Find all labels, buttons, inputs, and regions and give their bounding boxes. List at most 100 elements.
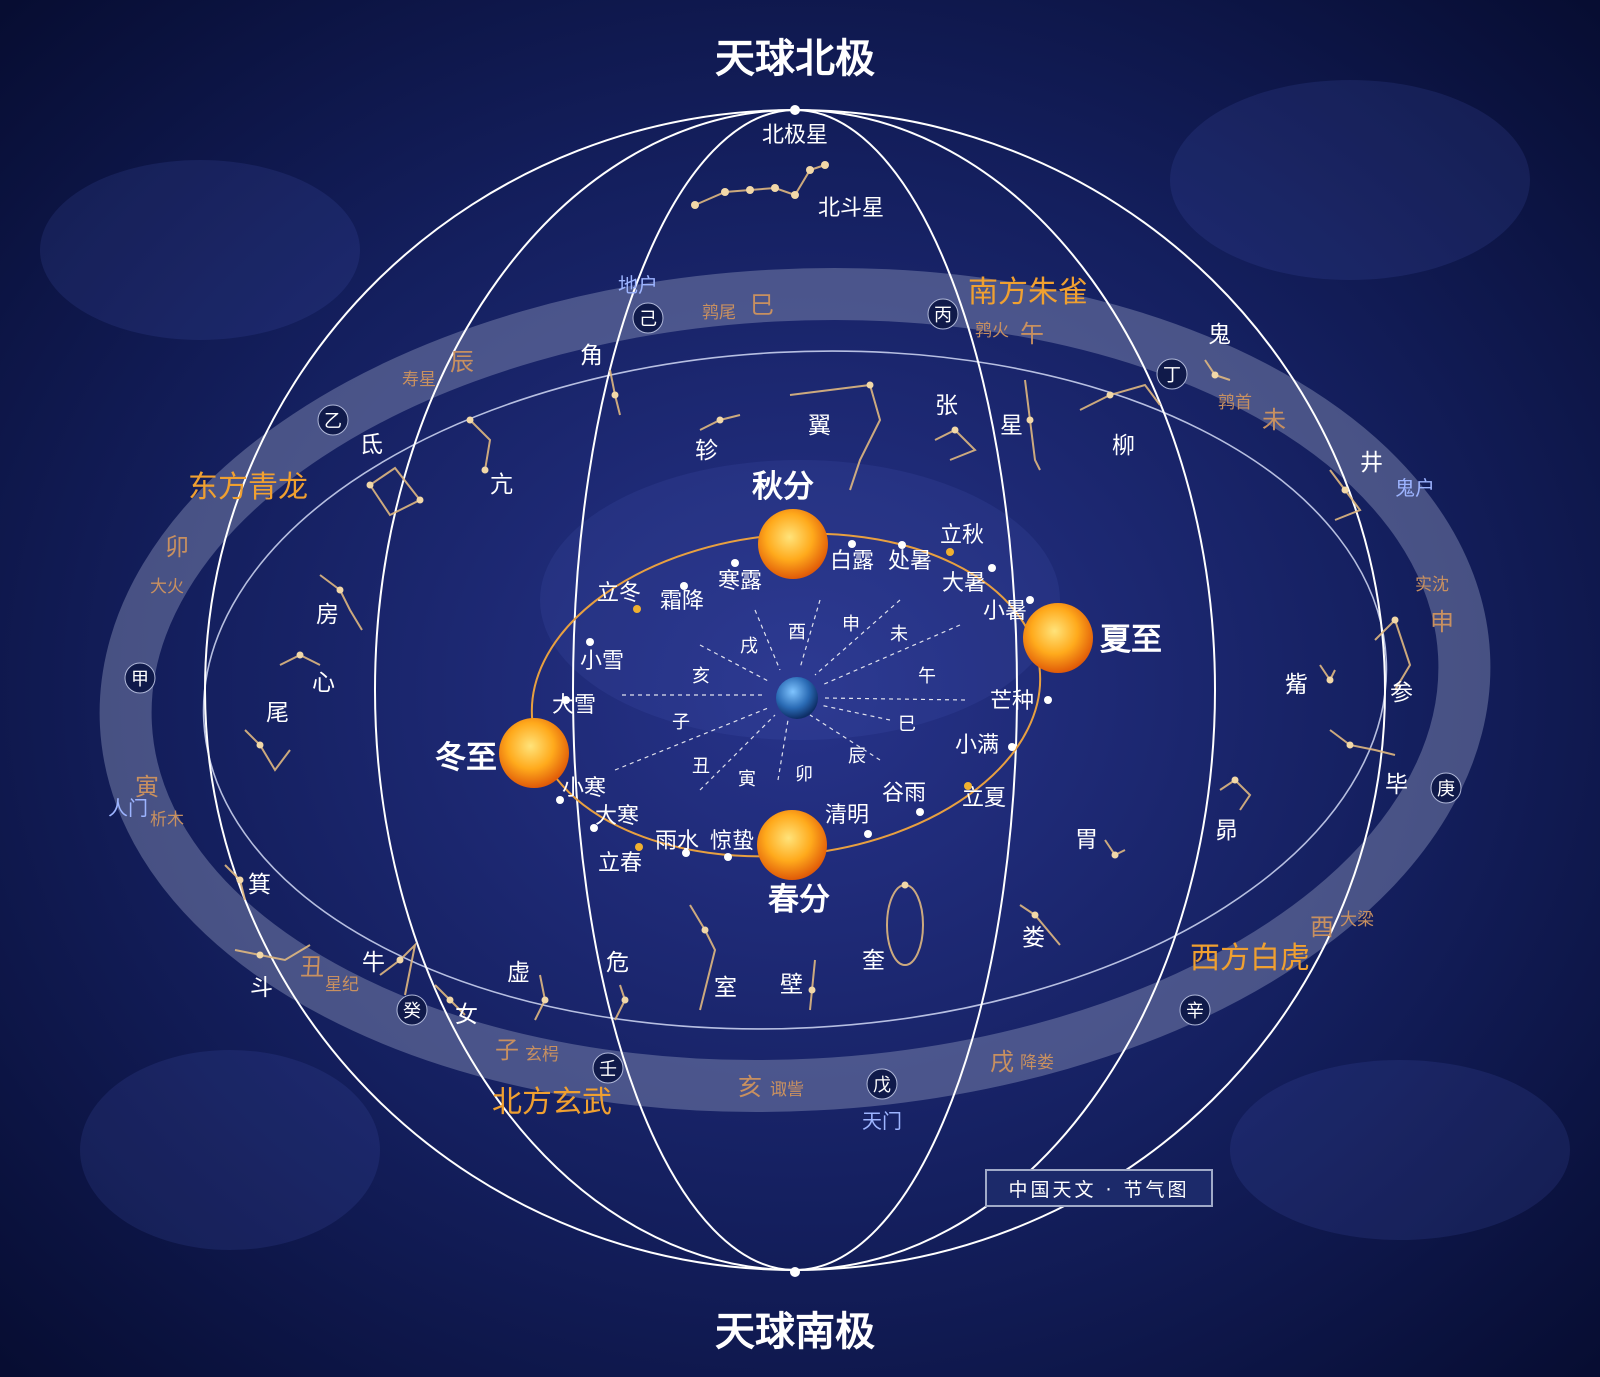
inner-chen: 辰 [848,746,866,767]
ring-chunshou: 鹑首 [1218,393,1252,413]
stem-jia: 甲 [131,669,149,690]
inner-branch-labels: 戌 酉 申 未 午 巳 辰 卯 寅 丑 子 亥 [672,614,936,790]
symbol-west: 西方白虎 [1190,941,1310,976]
gate-guihu: 鬼户 [1395,476,1435,500]
sun-markers [499,509,1093,880]
inner-shen: 申 [842,614,860,635]
gate-labels: 地户 鬼户 天门 人门 [108,273,1435,1133]
inner-mao: 卯 [795,764,813,785]
term-xiaoxue: 小雪 [580,649,624,674]
ring-you: 酉 [1310,913,1334,941]
ring-chunhuo: 鹑火 [975,321,1009,341]
ring-labels: 辰 寿星 巳 鹑尾 午 鹑火 未 鹑首 申 实沈 酉 大梁 戌 降娄 亥 诹訾 … [135,291,1454,1101]
term-lichun: 立春 [598,851,642,876]
inner-si: 巳 [898,714,916,735]
mansion-ji: 箕 [248,872,271,898]
mansion-kui: 奎 [862,948,885,974]
stem-ren: 壬 [599,1059,617,1080]
sun-summer-icon [1023,603,1093,673]
sun-spring-icon [757,810,827,880]
earth-icon [776,677,818,719]
north-pole-label: 天球北极 [715,36,875,82]
badge-geng [1430,772,1462,804]
term-daxue: 大雪 [552,693,596,718]
mansion-bi: 壁 [780,972,803,998]
ring-chunwei: 鹑尾 [702,303,736,323]
mansion-jiao: 角 [580,343,603,369]
mansion-lou: 娄 [1022,925,1045,951]
mansion-zi: 觜 [1285,672,1308,698]
ring-jianglou: 降娄 [1020,1053,1054,1073]
ring-xuanxiao: 玄枵 [525,1045,559,1065]
ring-mao: 卯 [165,533,189,561]
mansion-xu: 虚 [507,960,530,986]
caption-box: 中国天文 · 节气图 [985,1169,1213,1207]
term-lidong: 立冬 [597,581,641,606]
inner-zi: 子 [672,712,690,733]
stem-wu: 戊 [873,1075,891,1096]
autumn-equinox-label: 秋分 [752,469,814,505]
badge-bing [927,298,959,330]
inner-chou: 丑 [692,756,710,777]
mansion-shen: 参 [1390,680,1413,706]
ring-wu: 午 [1020,320,1044,348]
inner-wu: 午 [918,666,936,687]
ring-ximu: 析木 [150,810,184,830]
mansion-zhang: 张 [935,393,958,419]
summer-solstice-label: 夏至 [1100,622,1162,658]
symbol-north: 北方玄武 [492,1085,612,1120]
mansion-nv: 女 [455,1002,478,1028]
polaris-label: 北极星 [762,123,828,148]
sun-winter-icon [499,718,569,788]
mansion-wei2: 危 [606,950,629,976]
sun-autumn-icon [758,509,828,579]
nebula-clouds [40,80,1570,1250]
ring-shouxing: 寿星 [402,370,436,390]
term-mangzhong: 芒种 [990,689,1034,714]
badge-ding [1156,358,1188,390]
ring-chou: 丑 [300,953,324,981]
badge-ren [592,1052,624,1084]
term-bailu: 白露 [830,549,874,574]
term-xiaoshu: 小暑 [983,599,1027,624]
mansion-niu: 牛 [362,950,385,976]
term-chushu: 处暑 [888,549,932,574]
symbol-east: 东方青龙 [188,470,308,505]
mansion-mao: 昴 [1215,818,1238,844]
stem-ji: 己 [639,309,657,330]
caption-text: 中国天文 · 节气图 [1008,1178,1190,1201]
south-pole-label: 天球南极 [715,1309,875,1355]
term-yushui: 雨水 [655,829,699,854]
mansion-gui: 鬼 [1208,322,1231,348]
term-jingzhe: 惊蛰 [710,829,754,854]
ring-si: 巳 [750,291,774,319]
ring-shichen: 实沈 [1415,575,1449,595]
term-qingming: 清明 [825,803,869,828]
term-dahan: 大寒 [595,804,639,829]
mansion-zhen: 轸 [695,438,718,464]
term-shuangjiang: 霜降 [660,589,704,614]
stem-xin: 辛 [1186,1001,1204,1022]
ring-daliang: 大梁 [1340,910,1374,930]
ring-stem-badges: 甲 乙 丙 丁 庚 辛 壬 癸 戊 己 [124,298,1462,1100]
mansion-dou: 斗 [250,975,273,1001]
mansion-yi: 翼 [808,413,831,439]
stem-yi: 乙 [324,411,342,432]
stem-gui: 癸 [403,1001,421,1022]
inner-xu: 戌 [740,636,758,657]
ring-xu: 戌 [990,1048,1014,1076]
solar-term-dots [556,105,1052,1277]
ring-wei: 未 [1262,406,1286,434]
stem-ding: 丁 [1163,365,1181,386]
zodiac-band [99,267,1491,1113]
stem-geng: 庚 [1437,779,1455,800]
gate-tianmen: 天门 [862,1109,902,1133]
mansion-di: 氐 [360,432,383,458]
solar-term-labels: 立秋 白露 处暑 大暑 小暑 芒种 小满 立夏 谷雨 清明 惊蛰 雨水 立春 大… [552,523,1034,876]
term-guyu: 谷雨 [882,781,926,806]
spring-equinox-label: 春分 [768,882,830,918]
inner-yin: 寅 [738,769,756,790]
mansion-liu: 柳 [1112,433,1135,459]
